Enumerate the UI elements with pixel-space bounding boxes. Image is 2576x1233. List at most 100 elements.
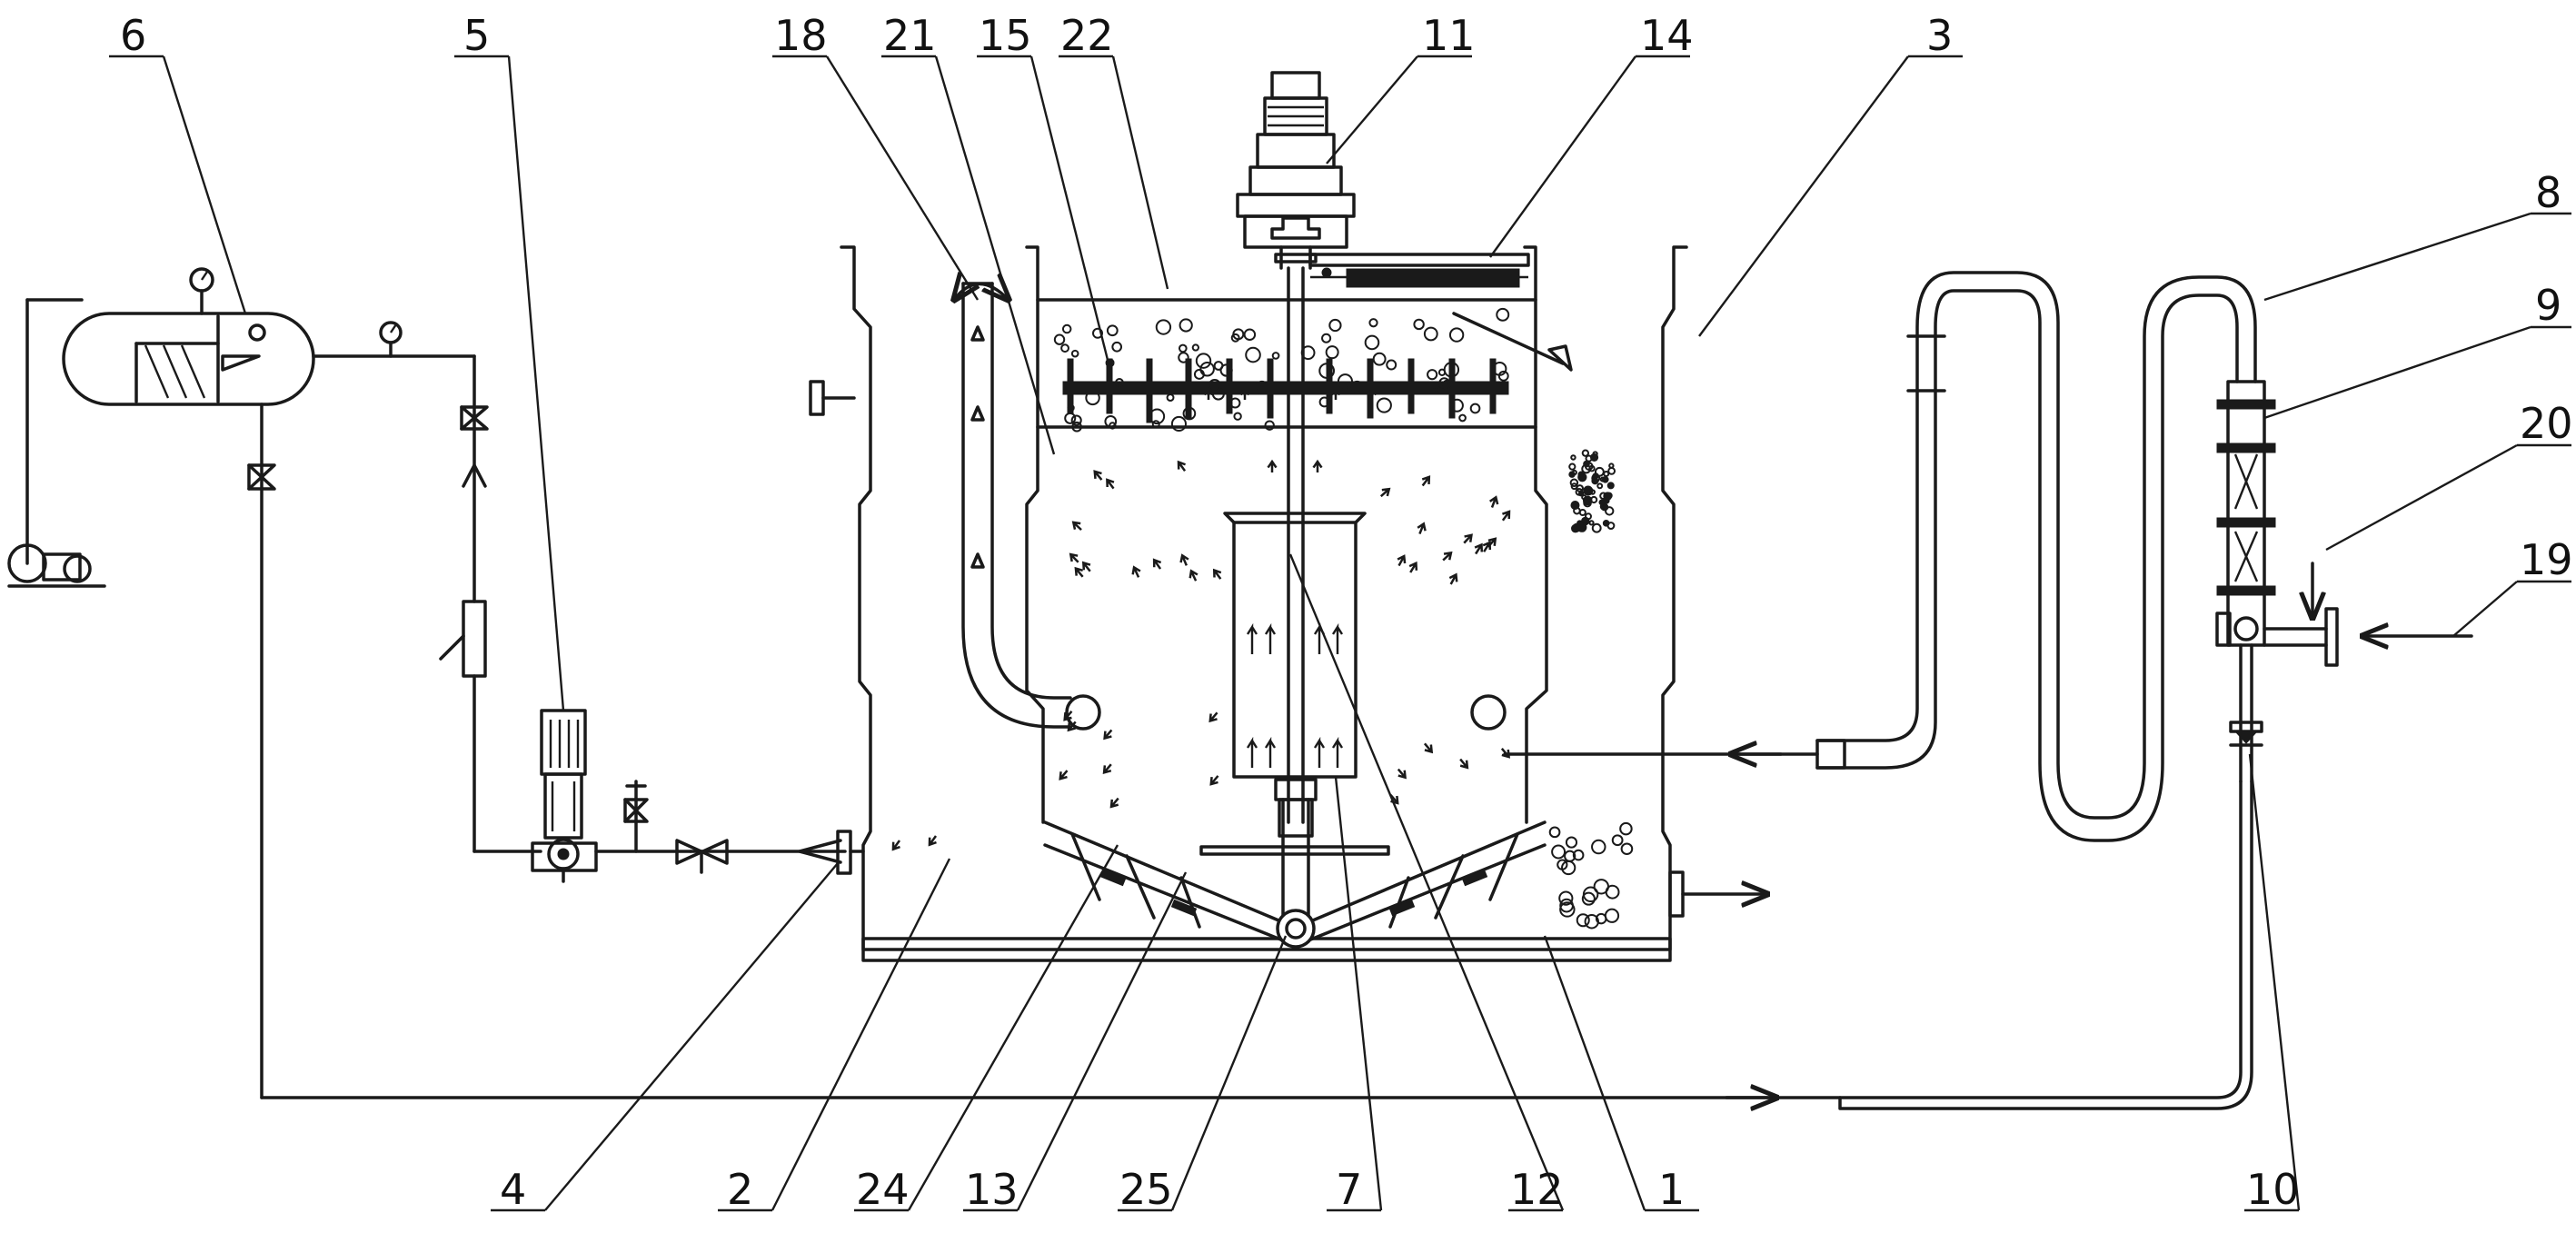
bubble [1442,379,1454,391]
bubble [1584,462,1594,471]
flow-arrow [1267,459,1278,472]
callout-leaders [109,55,2571,1212]
flow-arrows [891,386,1511,851]
flow-arrow [1423,742,1434,754]
bubble [1605,506,1615,516]
bubble [1106,324,1119,337]
bubble [1620,842,1634,856]
bubble [1413,318,1425,331]
bubble [1325,345,1339,360]
bubble [1568,462,1576,471]
flow-arrow [1177,460,1187,472]
bubble [1179,318,1193,333]
bubble [1606,522,1616,530]
callout-10: 10 [2246,1165,2300,1214]
callout-1: 1 [1658,1165,1685,1214]
callout-8: 8 [2535,168,2561,217]
callout-labels: 6 5 18 21 15 22 11 14 3 8 9 20 19 4 2 24… [120,11,2573,1214]
flow-arrow [1397,554,1407,567]
callout-5: 5 [463,11,490,60]
bubble [1564,850,1576,862]
bubble [1264,420,1275,431]
bubble [1071,421,1082,433]
bubble [1372,352,1387,366]
dissolved-air-system [7,267,1842,1098]
bubble [1608,462,1615,469]
bubble [1386,359,1397,371]
central-well [1223,512,1367,779]
bubble [1581,449,1590,457]
bubble [1607,466,1616,475]
callout-18: 18 [774,11,828,60]
bubble [1619,821,1633,836]
flow-arrow [1489,495,1499,508]
scraper-track [1308,253,1530,288]
callout-24: 24 [856,1165,910,1214]
bottom-scraper [1043,798,1547,949]
bubble [1245,346,1261,363]
bubble [1581,494,1587,501]
bubble [1596,482,1604,490]
bubble [1271,352,1280,360]
callout-22: 22 [1060,11,1114,60]
bubble [1576,522,1587,532]
bubble [1061,323,1072,334]
flow-arrow [1330,386,1341,400]
callout-2: 2 [727,1165,753,1214]
flow-arrow [1071,521,1082,532]
bubble [1591,522,1602,533]
flow-arrow [1487,537,1497,548]
bubble [1437,368,1447,376]
flow-arrow [1203,386,1214,400]
bubble [1111,341,1123,353]
bubble [1569,478,1579,488]
flow-arrow [1448,572,1458,585]
bubble [1558,890,1574,906]
bubble [1166,393,1175,403]
bubble [1182,406,1197,421]
bubble [1070,349,1079,358]
bubble [1572,849,1585,861]
bubble [1085,390,1100,406]
callout-15: 15 [979,11,1032,60]
bubble [1604,908,1620,923]
bubble [1584,914,1599,930]
bubble [1328,318,1342,333]
callout-7: 7 [1336,1165,1362,1214]
bubble [1337,373,1353,390]
callout-3: 3 [1926,11,1953,60]
dissolved-air-tank [62,267,315,406]
flow-arrow [1367,386,1378,400]
bubble [1598,499,1606,506]
flow-arrow [1312,459,1323,472]
bubble [1243,328,1257,342]
bubble [1064,412,1077,424]
bubble [1191,343,1199,352]
bubble [1213,361,1224,371]
bubble [1233,412,1242,421]
bubble [1583,485,1594,496]
callout-4: 4 [500,1165,526,1214]
callout-9: 9 [2535,281,2561,330]
flow-arrow [1379,487,1391,498]
bubble [1570,454,1576,461]
bubble [1433,385,1441,393]
bubble [1219,363,1233,377]
bubble [1606,482,1615,490]
bubble [1469,403,1481,414]
flow-arrow [1067,721,1077,732]
bubble [1229,397,1241,409]
flow-arrow [1208,711,1218,723]
bubble [1155,319,1172,335]
bubble [1575,487,1584,496]
bubble [1350,380,1364,394]
bubble [1576,913,1590,928]
flow-arrow [1059,770,1069,781]
bubble [1496,307,1510,322]
bubble [1591,839,1606,855]
bubble [1601,475,1609,483]
bubble [1376,397,1392,413]
flow-arrow [1421,475,1431,487]
bubble [1561,860,1576,876]
